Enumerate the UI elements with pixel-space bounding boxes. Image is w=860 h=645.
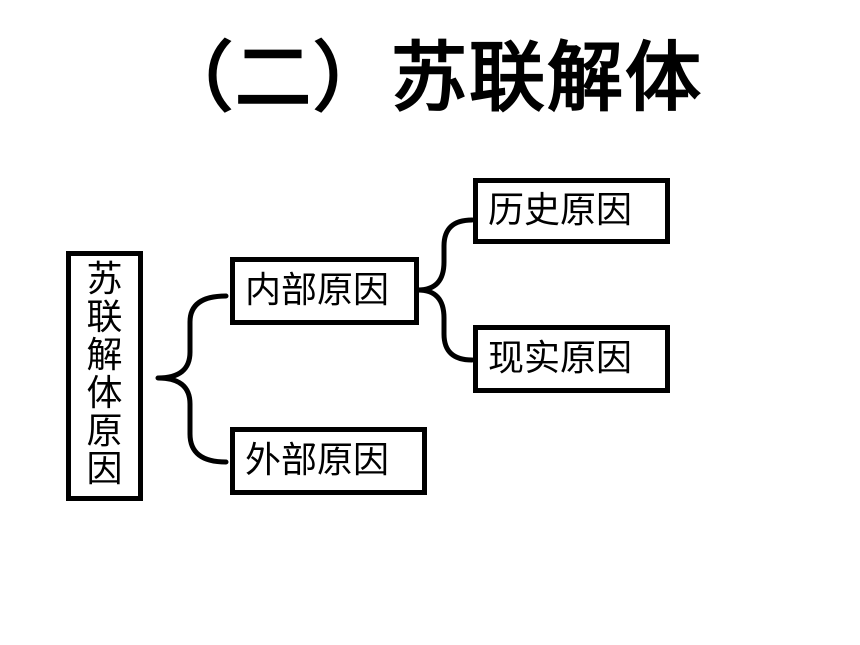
current-cause-box: 现实原因 bbox=[473, 325, 670, 393]
external-cause-box: 外部原因 bbox=[230, 427, 427, 495]
root-node-box: 苏联解体原因 bbox=[66, 251, 143, 501]
internal-cause-label: 内部原因 bbox=[245, 270, 390, 311]
external-cause-label: 外部原因 bbox=[245, 440, 390, 481]
brace-internal bbox=[415, 217, 475, 363]
brace-root bbox=[155, 293, 229, 465]
root-node-label: 苏联解体原因 bbox=[86, 259, 123, 490]
historical-cause-label: 历史原因 bbox=[488, 190, 633, 231]
historical-cause-box: 历史原因 bbox=[473, 178, 670, 244]
internal-cause-box: 内部原因 bbox=[230, 257, 419, 325]
current-cause-label: 现实原因 bbox=[488, 338, 633, 379]
page-title: （二）苏联解体 bbox=[157, 33, 703, 122]
